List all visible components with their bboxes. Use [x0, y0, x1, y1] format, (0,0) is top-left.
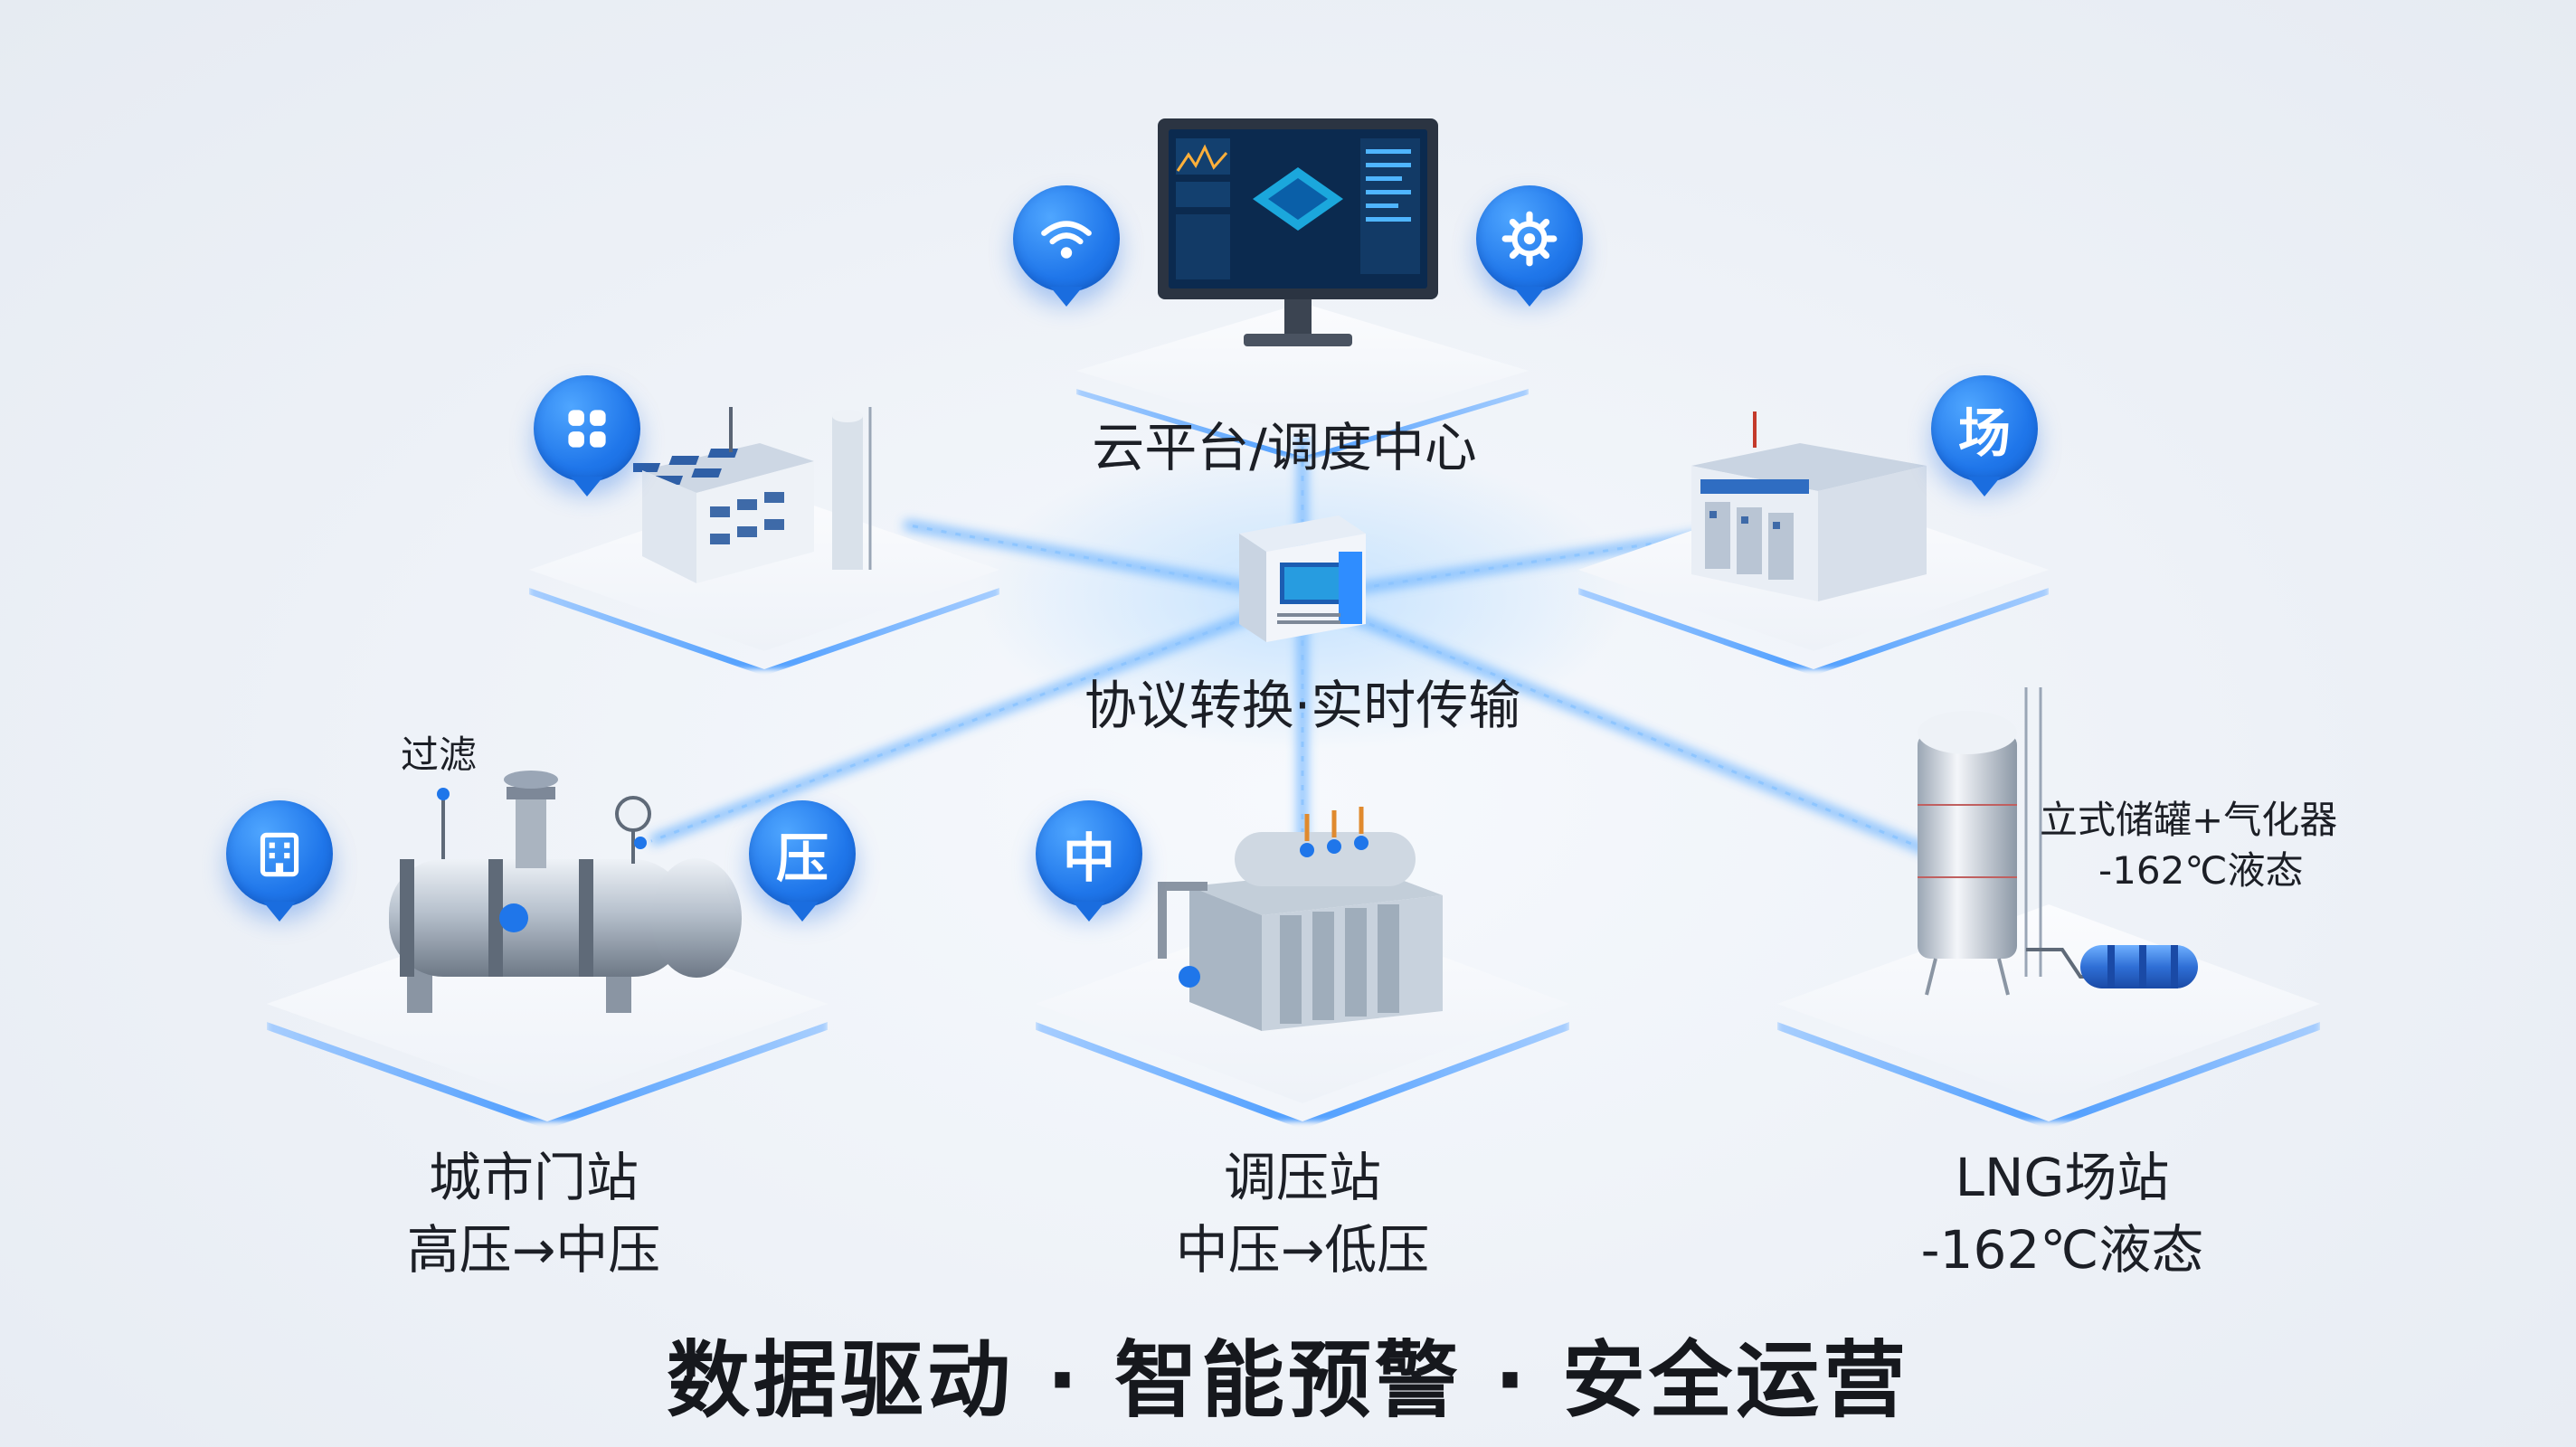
- footer-title: 数据驱动 · 智能预警 · 安全运营: [666, 1332, 1910, 1429]
- apps-grid-icon: [534, 375, 640, 497]
- yard-badge: 场: [1931, 375, 2038, 497]
- gear-icon: [1476, 185, 1583, 307]
- cloud-platform-label: 云平台/调度中心: [1092, 417, 1477, 478]
- lng-label-1: LNG场站: [1955, 1147, 2170, 1208]
- lng-label-2: -162℃液态: [1920, 1219, 2204, 1281]
- lng-storage-tank: [1918, 687, 2198, 996]
- gate-station-label-2: 高压→中压: [406, 1219, 661, 1281]
- regulator-badge: 中: [1036, 800, 1142, 922]
- lng-side-label-2: -162℃液态: [2098, 848, 2304, 893]
- filter-label: 过滤: [401, 733, 478, 777]
- cabinet-building: [1691, 411, 1927, 601]
- filter-tank: [389, 771, 742, 1013]
- factory-building: [633, 407, 872, 583]
- gate-station-badge: 压: [749, 800, 856, 922]
- regulator-label-1: 调压站: [1223, 1147, 1381, 1208]
- regulator-unit: [1158, 807, 1443, 1031]
- regulator-label-2: 中压→低压: [1175, 1219, 1430, 1281]
- gateway-device: [1239, 515, 1366, 642]
- lng-side-label-1: 立式储罐+气化器: [2040, 798, 2338, 842]
- monitor-icon: [1158, 118, 1438, 346]
- gate-station-label-1: 城市门站: [428, 1147, 639, 1208]
- building-icon: [226, 800, 333, 922]
- wifi-icon: [1013, 185, 1120, 307]
- center-hub-label: 协议转换·实时传输: [1084, 675, 1521, 736]
